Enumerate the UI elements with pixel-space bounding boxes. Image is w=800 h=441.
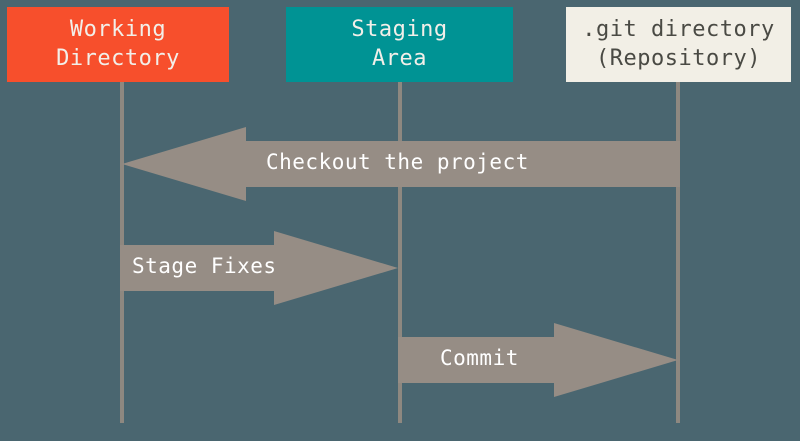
lifeline-staging-area — [398, 82, 402, 423]
node-working-directory: Working Directory — [7, 7, 229, 82]
arrow-stage-fixes — [120, 229, 402, 307]
node-git-directory-line2: (Repository) — [596, 45, 761, 71]
lifeline-git-directory — [676, 82, 680, 423]
node-git-directory-line1: .git directory — [582, 17, 775, 43]
arrow-label-stage-fixes: Stage Fixes — [132, 254, 277, 278]
arrow-commit — [398, 321, 680, 399]
node-staging-area-line1: Staging — [351, 17, 448, 43]
node-staging-area: Staging Area — [286, 7, 513, 82]
node-working-directory-line1: Working — [69, 17, 167, 43]
arrow-label-commit: Commit — [440, 346, 519, 370]
arrow-label-checkout-the-project: Checkout the project — [266, 150, 529, 174]
node-git-directory: .git directory (Repository) — [566, 7, 791, 82]
node-working-directory-line2: Directory — [56, 45, 180, 71]
arrow-checkout-the-project — [118, 125, 680, 203]
node-staging-area-line2: Area — [372, 45, 427, 71]
